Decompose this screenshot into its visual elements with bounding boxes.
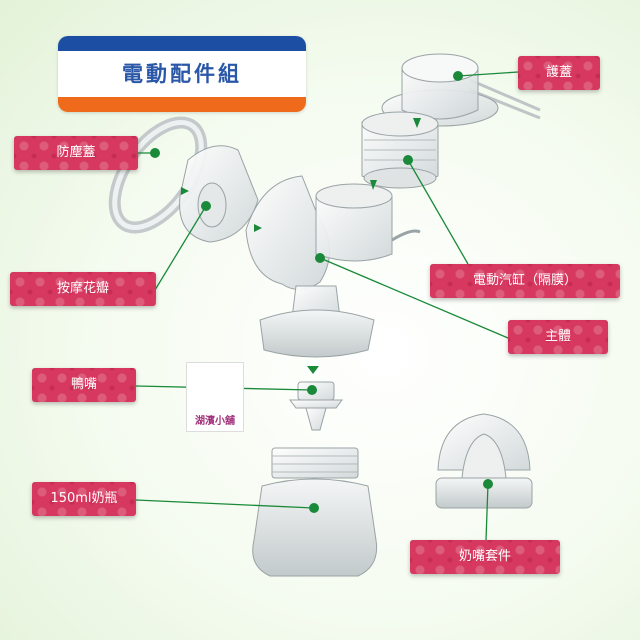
- assembly-arrows: [181, 118, 421, 374]
- massage-petal-part: [179, 145, 259, 243]
- label-cover: 護蓋: [518, 56, 600, 90]
- label-dust-cover: 防塵蓋: [14, 136, 138, 170]
- label-nipple-set: 奶嘴套件: [410, 540, 560, 574]
- label-duckbill: 鴨嘴: [32, 368, 136, 402]
- title-banner: 電動配件組: [58, 36, 306, 112]
- banner-title: 電動配件組: [122, 62, 242, 86]
- watermark-stamp: 湖濱小舖: [186, 362, 244, 432]
- banner-blue-stripe: [58, 36, 306, 51]
- label-main-body: 主體: [508, 320, 608, 354]
- nipple-set-part: [435, 413, 533, 509]
- label-bottle: 150ml奶瓶: [32, 482, 136, 516]
- watermark-text: 湖濱小舖: [195, 416, 235, 427]
- label-pump-cylinder: 電動汽缸（隔膜）: [430, 264, 620, 298]
- main-body-part: [245, 175, 421, 358]
- callout-dots: [150, 71, 493, 513]
- label-massage-petal: 按摩花瓣: [10, 272, 156, 306]
- bottle-part: [252, 447, 378, 577]
- banner-orange-stripe: [58, 97, 306, 112]
- cylinder-part: [361, 111, 439, 189]
